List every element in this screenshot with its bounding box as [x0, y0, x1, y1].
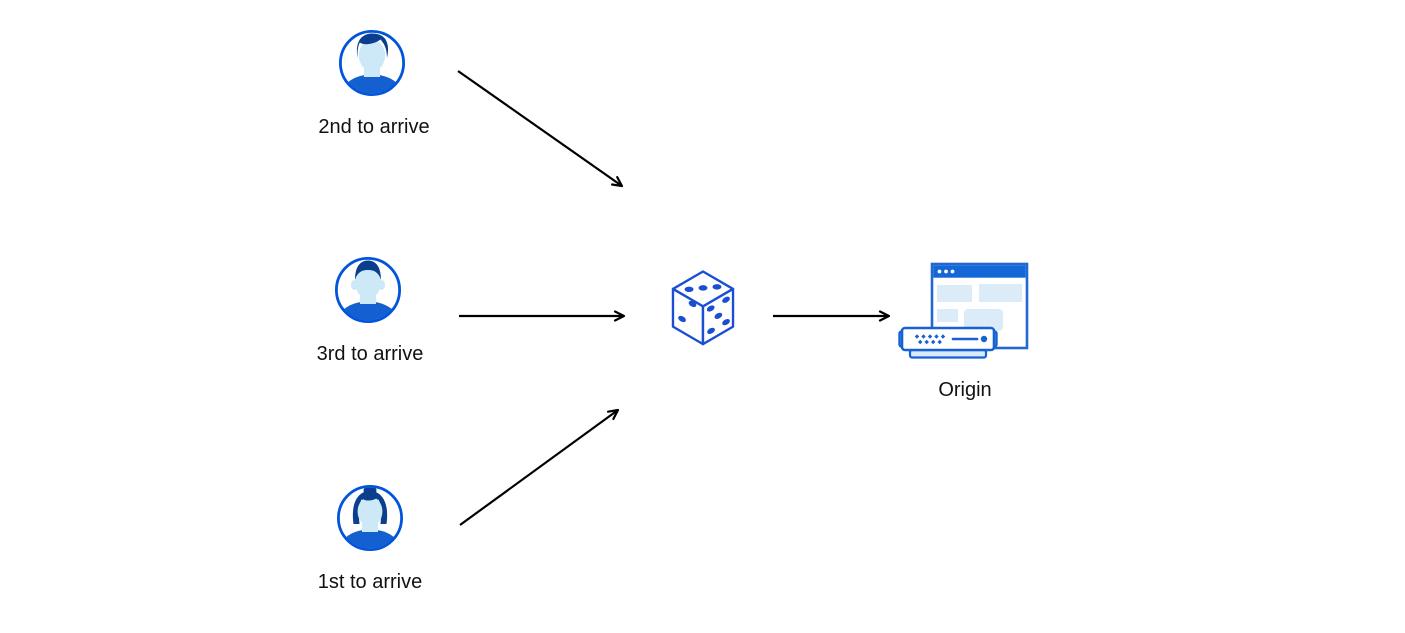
- arrow-2nd-to-dice: [457, 70, 624, 188]
- actor-1st-to-arrive: [335, 483, 405, 553]
- server-vent-dots: [914, 334, 946, 345]
- actor-2nd-label: 2nd to arrive: [318, 116, 430, 138]
- actor-3rd-label: 3rd to arrive: [316, 343, 424, 365]
- avatar-man-side-part-icon: [338, 29, 406, 97]
- avatar-woman-bun-icon: [336, 484, 404, 552]
- origin-label: Origin: [938, 379, 992, 401]
- arrow-1st-to-dice: [459, 408, 620, 526]
- actor-1st-label: 1st to arrive: [317, 571, 423, 593]
- server-icon: [898, 326, 998, 359]
- origin-node: [898, 262, 1034, 364]
- origin-server-icon: [898, 262, 1029, 359]
- dice-pips: [678, 284, 730, 334]
- avatar-man-short-hair-icon: [334, 256, 402, 324]
- dice-icon: [671, 270, 735, 346]
- actor-3rd-to-arrive: [333, 255, 403, 325]
- randomizer: [668, 268, 738, 349]
- actor-2nd-to-arrive: [337, 28, 407, 98]
